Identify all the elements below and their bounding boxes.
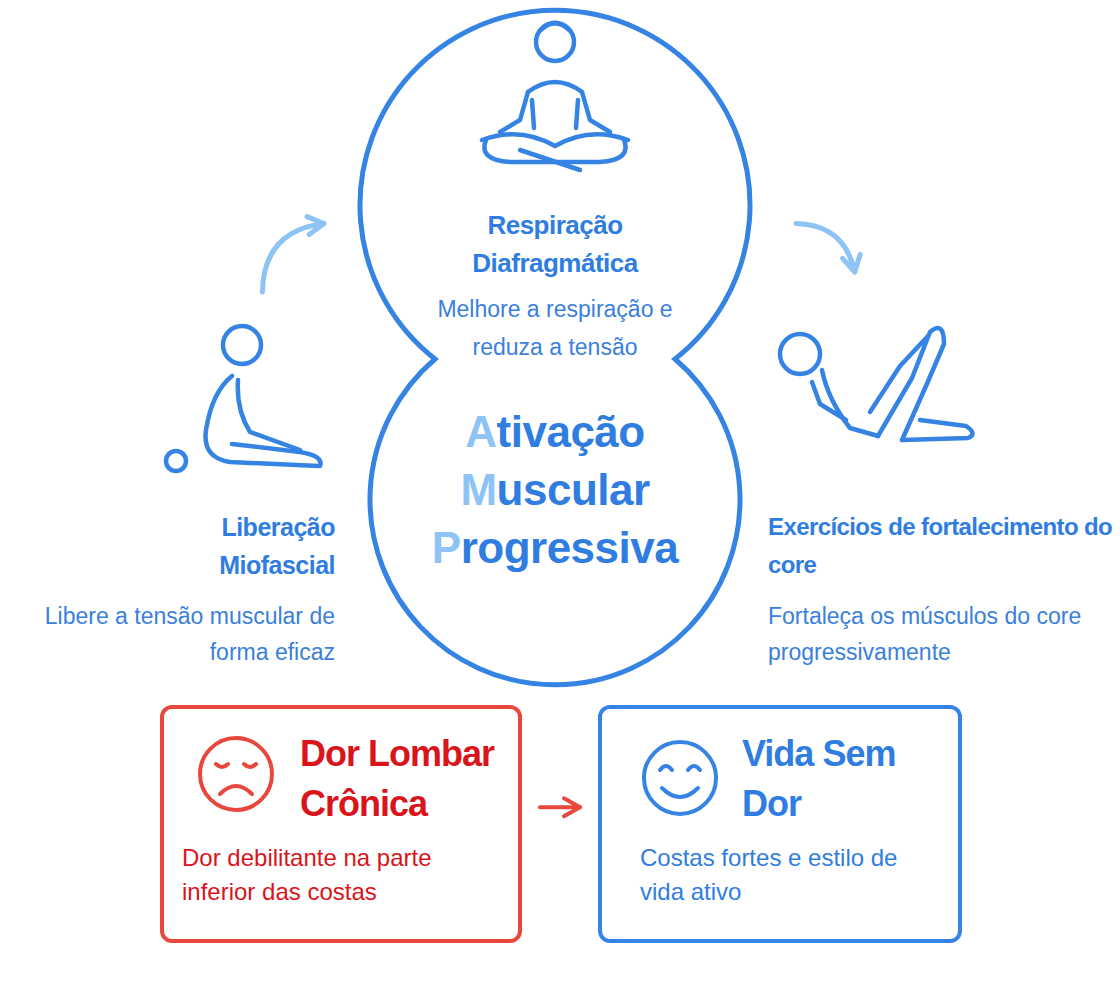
lobe-heading: Respiração Diafragmática <box>445 206 665 282</box>
box-description: Costas fortes e estilo de vida ativo <box>640 841 940 909</box>
step-description: Libere a tensão muscular de forma eficaz <box>10 598 335 670</box>
box-heading: Vida Sem Dor <box>742 729 932 829</box>
arrow-head <box>307 217 324 235</box>
box-description: Dor debilitante na parte inferior das co… <box>182 841 508 909</box>
arrow-head <box>843 254 861 272</box>
meditation-icon <box>482 23 628 170</box>
foam-roller-icon <box>166 326 321 471</box>
arrow-line <box>262 224 324 292</box>
sad-face-icon <box>200 738 272 810</box>
happy-face-icon <box>644 742 716 814</box>
arrow-head <box>564 798 580 816</box>
flow-arrow <box>796 224 860 272</box>
flow-arrow <box>262 217 324 292</box>
flow-arrow <box>540 798 580 816</box>
problem-box: Dor Lombar CrônicaDor debilitante na par… <box>160 705 522 943</box>
step-heading: Exercícios de fortalecimento do core <box>768 508 1113 584</box>
myofascial-group: Liberação MiofascialLibere a tensão musc… <box>5 310 335 670</box>
solution-box: Vida Sem DorCostas fortes e estilo de vi… <box>598 705 962 943</box>
central-title: Ativação Muscular Progressiva <box>385 403 725 577</box>
breathing-lobe: Respiração DiafragmáticaMelhore a respir… <box>360 10 750 366</box>
box-heading: Dor Lombar Crônica <box>300 729 508 829</box>
activation-lobe: Ativação Muscular Progressiva <box>385 395 725 585</box>
step-heading: Liberação Miofascial <box>135 508 335 584</box>
lobe-description: Melhore a respiração e reduza a tensão <box>424 290 686 366</box>
core-group: Exercícios de fortalecimento do coreFort… <box>768 310 1115 670</box>
figure-eight-outline <box>360 10 750 685</box>
crunch-icon <box>780 328 973 440</box>
step-description: Fortaleça os músculos do core progressiv… <box>768 598 1113 670</box>
